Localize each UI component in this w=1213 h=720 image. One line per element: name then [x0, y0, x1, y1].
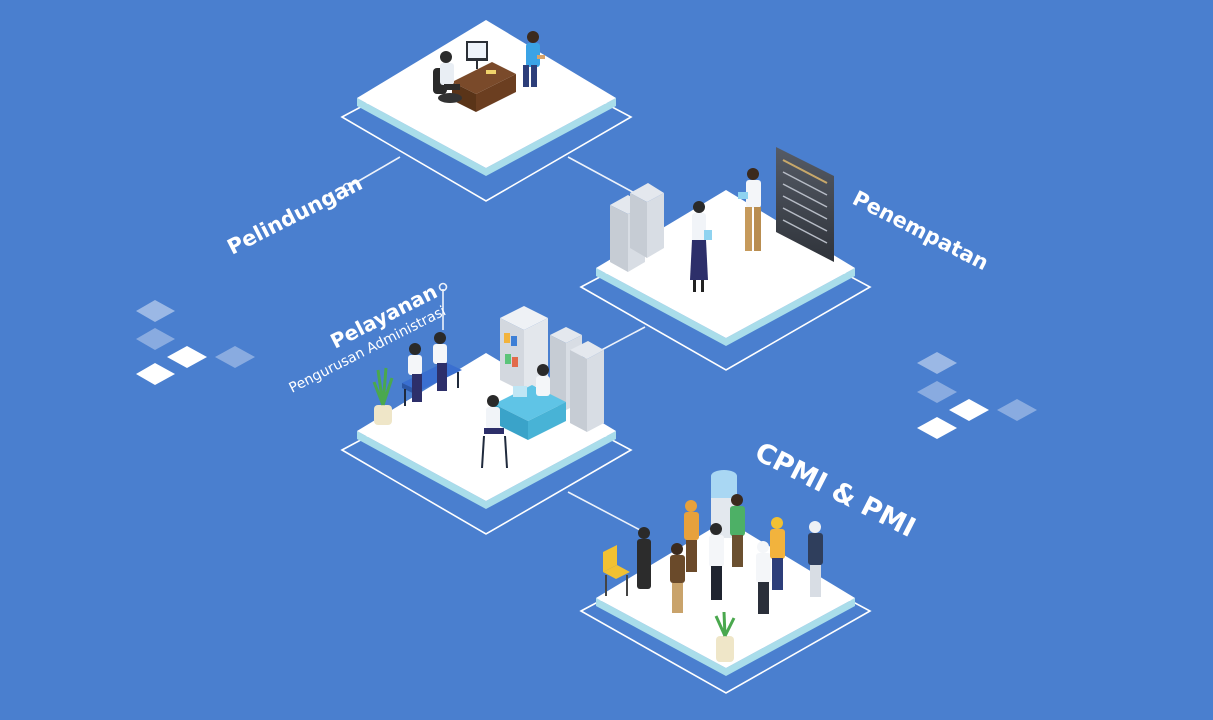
decor-squares-right — [917, 352, 1037, 439]
job-board — [776, 147, 834, 262]
connector-pelayanan-cpmi — [567, 491, 641, 531]
worker-group — [637, 494, 823, 614]
person-woman — [690, 201, 712, 292]
waiting-bench — [402, 332, 462, 406]
platform-pelindungan — [340, 20, 633, 202]
staff-person — [536, 364, 550, 396]
platform-cpmi-pmi — [579, 470, 872, 694]
platform-top — [596, 190, 855, 338]
potted-plant — [372, 367, 394, 425]
connector-dot-pelindungan — [342, 182, 352, 192]
filing-cabinets — [550, 327, 604, 432]
yellow-chair — [603, 545, 630, 596]
visitor-person — [481, 395, 508, 469]
person-man — [738, 168, 761, 251]
connector-pelindungan-penempatan — [567, 156, 641, 197]
connector-dot-pelayanan — [438, 282, 448, 292]
filing-cabinets — [610, 183, 664, 272]
potted-plant — [714, 611, 736, 662]
connector-pelindungan-label — [349, 156, 401, 187]
platform-pelayanan — [340, 306, 633, 535]
platform-top — [596, 520, 855, 668]
platform-penempatan — [579, 147, 872, 371]
label-pelindungan: Pelindungan — [223, 171, 366, 260]
decor-squares-left — [136, 300, 255, 385]
office-scene — [433, 31, 545, 112]
label-penempatan: Penempatan — [849, 186, 993, 275]
